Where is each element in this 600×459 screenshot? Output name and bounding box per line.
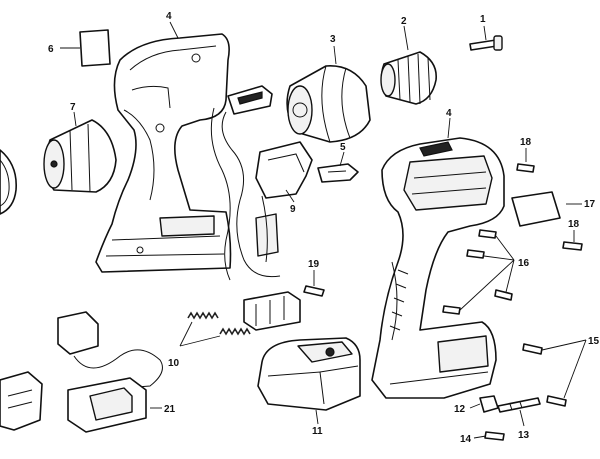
part-14-screw bbox=[473, 431, 505, 441]
callout-4-right: 4 bbox=[446, 108, 452, 119]
callout-18-right: 18 bbox=[568, 219, 580, 230]
part-7-motor bbox=[43, 111, 117, 193]
callout-4-left: 4 bbox=[166, 11, 172, 22]
part-19-screw bbox=[303, 270, 325, 297]
callout-1: 1 bbox=[480, 14, 486, 25]
part-21-charger-base bbox=[67, 377, 162, 433]
part-2-chuck bbox=[380, 25, 437, 105]
part-4-left-housing bbox=[95, 21, 232, 273]
callout-16: 16 bbox=[518, 258, 530, 269]
part-15-screws bbox=[522, 339, 587, 407]
partial-part-bottom-left bbox=[0, 371, 43, 431]
part-charger-adapter bbox=[57, 311, 163, 389]
callout-17: 17 bbox=[584, 199, 596, 210]
callout-9: 9 bbox=[290, 204, 296, 215]
callout-5: 5 bbox=[340, 142, 346, 153]
part-16-screws bbox=[442, 229, 515, 315]
callout-13: 13 bbox=[518, 430, 530, 441]
callout-2: 2 bbox=[401, 16, 407, 27]
callout-10: 10 bbox=[168, 358, 180, 369]
callout-21: 21 bbox=[164, 404, 176, 415]
callout-6: 6 bbox=[48, 44, 54, 55]
part-18-screws bbox=[516, 148, 583, 251]
callout-15: 15 bbox=[588, 336, 600, 347]
callout-14: 14 bbox=[460, 434, 472, 445]
part-6-label-plate bbox=[60, 29, 111, 67]
callout-labels: 4 3 2 1 6 7 5 4 18 17 18 9 16 19 10 15 2… bbox=[48, 11, 600, 445]
part-4-right-housing bbox=[371, 117, 505, 399]
part-13-screwdriver-bit bbox=[497, 397, 541, 427]
part-10-springs bbox=[179, 311, 251, 347]
part-9-switch-assembly bbox=[210, 107, 313, 281]
part-11-battery-pack bbox=[257, 337, 361, 425]
callout-19: 19 bbox=[308, 259, 320, 270]
part-terminal-block bbox=[227, 85, 273, 115]
callout-3: 3 bbox=[330, 34, 336, 45]
part-5-switch-lever bbox=[317, 151, 359, 183]
callout-12: 12 bbox=[454, 404, 466, 415]
callout-18-top: 18 bbox=[520, 137, 532, 148]
part-3-gearbox bbox=[286, 45, 371, 143]
part-17-label-plate bbox=[511, 191, 582, 227]
callout-7: 7 bbox=[70, 102, 76, 113]
callout-11: 11 bbox=[312, 426, 323, 437]
part-battery-terminal-plate bbox=[243, 291, 301, 331]
part-12-bit-holder bbox=[469, 395, 499, 413]
part-1-screw bbox=[469, 25, 503, 51]
partial-part-left-edge bbox=[0, 149, 17, 215]
